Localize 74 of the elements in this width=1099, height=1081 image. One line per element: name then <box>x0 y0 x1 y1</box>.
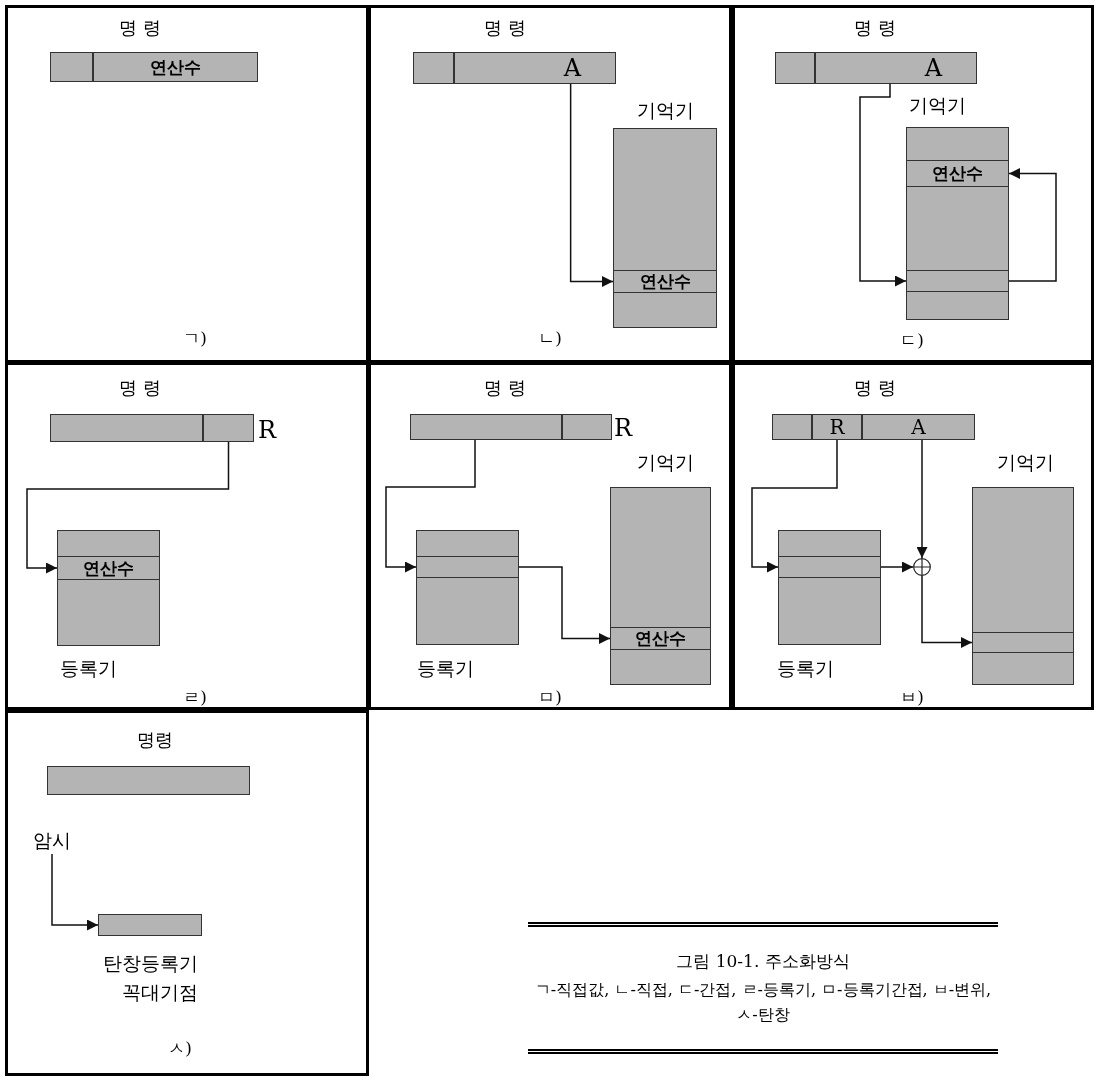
field-label: 연산수 <box>82 559 135 577</box>
memory-cell <box>906 160 1009 187</box>
heading: 명령 <box>137 731 173 749</box>
arrow <box>51 853 99 931</box>
arrow <box>569 83 614 287</box>
heading: 명 령 <box>854 19 896 37</box>
panel <box>732 5 1094 363</box>
register-cell <box>778 556 881 578</box>
register-block <box>778 530 881 645</box>
memory-block <box>610 487 711 685</box>
field-label: R <box>829 417 845 437</box>
stack-register-bar <box>98 914 202 936</box>
panel-label: ㄷ) <box>900 331 924 349</box>
arrow <box>916 439 928 559</box>
heading: 기억기 <box>996 452 1054 472</box>
memory-cell <box>613 270 717 293</box>
panel-label: ㅅ) <box>168 1039 192 1057</box>
heading: 탄창등록기 <box>102 953 198 973</box>
adder-symbol <box>913 558 931 576</box>
heading: 명 령 <box>484 379 526 397</box>
panel-label: ㅁ) <box>538 688 562 706</box>
memory-cell <box>610 627 711 650</box>
figure-title: 그림 10-1. 주소화방식 <box>676 950 850 973</box>
register-cell <box>416 556 519 578</box>
panel-label: ㄱ) <box>183 329 207 347</box>
heading: 명 령 <box>119 379 161 397</box>
heading: 등록기 <box>59 658 117 678</box>
heading: 등록기 <box>776 658 834 678</box>
heading: 등록기 <box>416 658 474 678</box>
panel <box>5 710 369 1076</box>
field-label: A <box>911 417 926 437</box>
field-label: A <box>924 56 942 80</box>
field-label: A <box>563 56 581 80</box>
instruction-bar <box>47 766 250 795</box>
panel-label: ㄹ) <box>183 688 207 706</box>
figure-caption: ㄱ-직접값, ㄴ-직접, ㄷ-간접, ㄹ-등록기, ㅁ-등록기간접, ㅂ-변위, ㅅ-탄창 <box>533 979 993 1026</box>
heading: 기억기 <box>636 452 694 472</box>
panel <box>732 362 1094 710</box>
register-block <box>57 530 160 646</box>
arrow <box>1008 168 1057 282</box>
panel <box>368 362 732 710</box>
field-label: R <box>257 418 277 442</box>
register-cell <box>57 556 160 580</box>
panel-label: ㅂ) <box>900 688 924 706</box>
arrow <box>751 439 838 573</box>
heading: 기억기 <box>908 95 966 115</box>
panel <box>5 362 369 710</box>
field-label: 연산수 <box>638 273 692 290</box>
arrow <box>921 575 973 648</box>
panel-label: ㄴ) <box>538 329 562 347</box>
arrow <box>859 83 907 287</box>
register-block <box>416 530 519 645</box>
field-label: 연산수 <box>931 165 984 182</box>
text-label: 암시 <box>33 827 71 853</box>
field-label: 연산수 <box>634 630 687 647</box>
field-label: R <box>613 416 633 440</box>
arrow <box>518 566 611 644</box>
panel <box>5 5 369 363</box>
instruction-field <box>812 414 862 440</box>
heading: 명 령 <box>484 19 526 37</box>
arrow <box>26 441 230 574</box>
memory-block <box>972 487 1074 685</box>
heading: 명 령 <box>854 379 896 397</box>
memory-cell <box>972 632 1074 653</box>
panel <box>368 5 732 363</box>
memory-block <box>613 128 717 328</box>
heading: 명 령 <box>119 19 161 37</box>
arrow <box>385 439 476 573</box>
memory-block <box>906 127 1009 320</box>
arrow <box>880 561 914 573</box>
field-label: 연산수 <box>149 58 202 76</box>
heading: 꼭대기점 <box>122 982 198 1002</box>
heading: 기억기 <box>636 100 694 120</box>
memory-cell <box>906 270 1009 292</box>
